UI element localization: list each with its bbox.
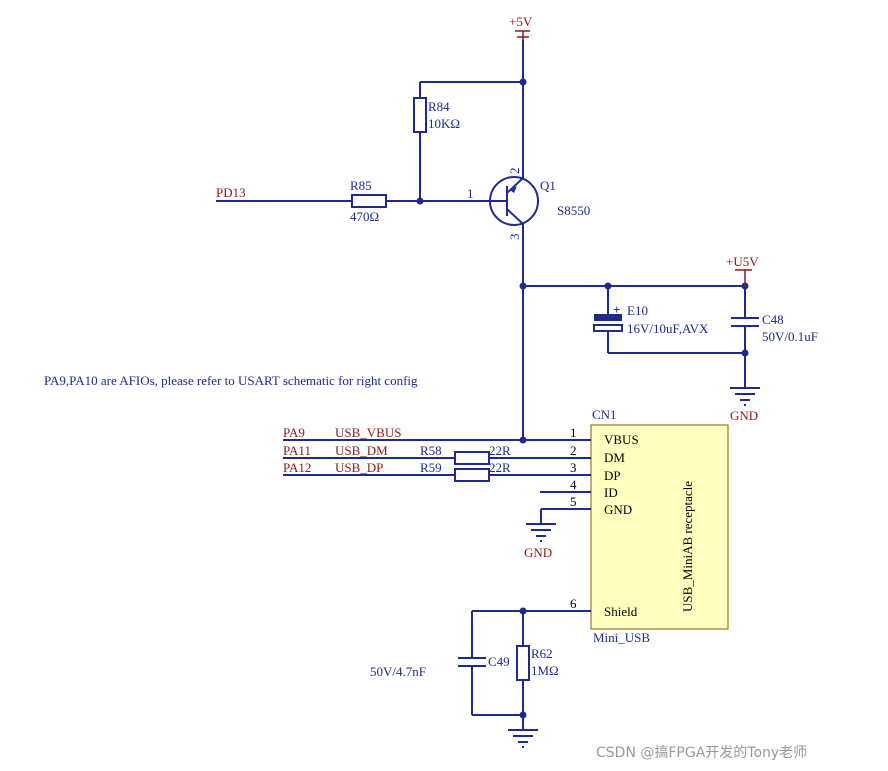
power-label-5v: +5V	[509, 14, 533, 29]
c48-ref: C48	[762, 312, 784, 327]
power-port-5v: +5V	[509, 14, 533, 40]
cn1-pin-name: DP	[604, 468, 621, 483]
r62-value: 1MΩ	[531, 663, 559, 678]
q1-value: S8550	[557, 203, 590, 218]
junction	[741, 349, 749, 357]
r84-ref: R84	[428, 99, 450, 114]
gnd-label-connector: GND	[524, 545, 552, 560]
q1-pin2: 2	[507, 168, 522, 175]
afio-note: PA9,PA10 are AFIOs, please refer to USAR…	[44, 373, 418, 388]
cn1-pin-num: 6	[570, 596, 577, 611]
cn1-pin-num: 1	[570, 425, 577, 440]
e10-value: 16V/10uF,AVX	[627, 321, 709, 336]
c49-ref: C49	[488, 654, 510, 669]
cn1-pin-name: DM	[604, 450, 625, 465]
net-usb-dp: USB_DP	[335, 460, 383, 475]
q1-pin1: 1	[467, 186, 474, 201]
cn1-pin-name: ID	[604, 485, 618, 500]
power-label-u5v: +U5V	[726, 254, 759, 269]
cn1-pin-name: Shield	[604, 604, 638, 619]
r62-ref: R62	[531, 646, 553, 661]
cn1-value: Mini_USB	[593, 630, 650, 645]
cn1-pin-name: GND	[604, 502, 632, 517]
cn1-pin-num: 4	[570, 477, 577, 492]
transistor-q1: 1 2 3 Q1 S8550	[467, 168, 590, 241]
junction	[519, 78, 527, 86]
cn1-pin-num: 3	[570, 460, 577, 475]
net-pa9: PA9	[283, 425, 305, 440]
capacitor-c49: C49 50V/4.7nF	[370, 611, 510, 715]
connector-cn1: CN1 USB_MiniAB receptacle Mini_USB VBUS …	[570, 407, 729, 645]
cn1-ref: CN1	[592, 407, 617, 422]
r59-ref: R59	[420, 460, 442, 475]
r58-value: 22R	[489, 443, 511, 458]
r85-ref: R85	[350, 178, 372, 193]
gnd-symbol-connector: GND	[524, 523, 556, 560]
q1-ref: Q1	[540, 178, 556, 193]
resistor-r62: R62 1MΩ	[516, 611, 559, 730]
e10-plus: +	[613, 302, 620, 317]
net-pa11: PA11	[283, 443, 311, 458]
r59-value: 22R	[489, 460, 511, 475]
gnd-label-right: GND	[730, 408, 758, 423]
gnd-symbol-right: GND	[730, 387, 760, 423]
gnd-symbol-bottom	[508, 729, 538, 748]
net-pa12: PA12	[283, 460, 311, 475]
cn1-pin-num: 5	[570, 494, 577, 509]
net-usb-vbus: USB_VBUS	[335, 425, 401, 440]
resistor-r59: R59 22R	[420, 460, 511, 482]
junction	[519, 711, 527, 719]
capacitor-e10: + E10 16V/10uF,AVX	[593, 286, 709, 353]
r85-value: 470Ω	[350, 209, 379, 224]
resistor-r85: R85 470Ω	[350, 178, 387, 224]
r84-value: 10KΩ	[428, 116, 460, 131]
e10-ref: E10	[627, 303, 648, 318]
c48-value: 50V/0.1uF	[762, 329, 818, 344]
cn1-pin-num: 2	[570, 443, 577, 458]
power-port-u5v: +U5V	[726, 254, 759, 286]
watermark: CSDN @搞FPGA开发的Tony老师	[596, 745, 807, 761]
net-pd13: PD13	[216, 185, 246, 200]
r58-ref: R58	[420, 443, 442, 458]
cn1-pin-name: VBUS	[604, 432, 639, 447]
cn1-body-label: USB_MiniAB receptacle	[680, 481, 695, 612]
c49-value: 50V/4.7nF	[370, 664, 426, 679]
net-usb-dm: USB_DM	[335, 443, 388, 458]
q1-pin3: 3	[507, 234, 522, 241]
resistor-r84: R84 10KΩ	[413, 97, 460, 133]
capacitor-c48: C48 50V/0.1uF	[731, 286, 818, 387]
